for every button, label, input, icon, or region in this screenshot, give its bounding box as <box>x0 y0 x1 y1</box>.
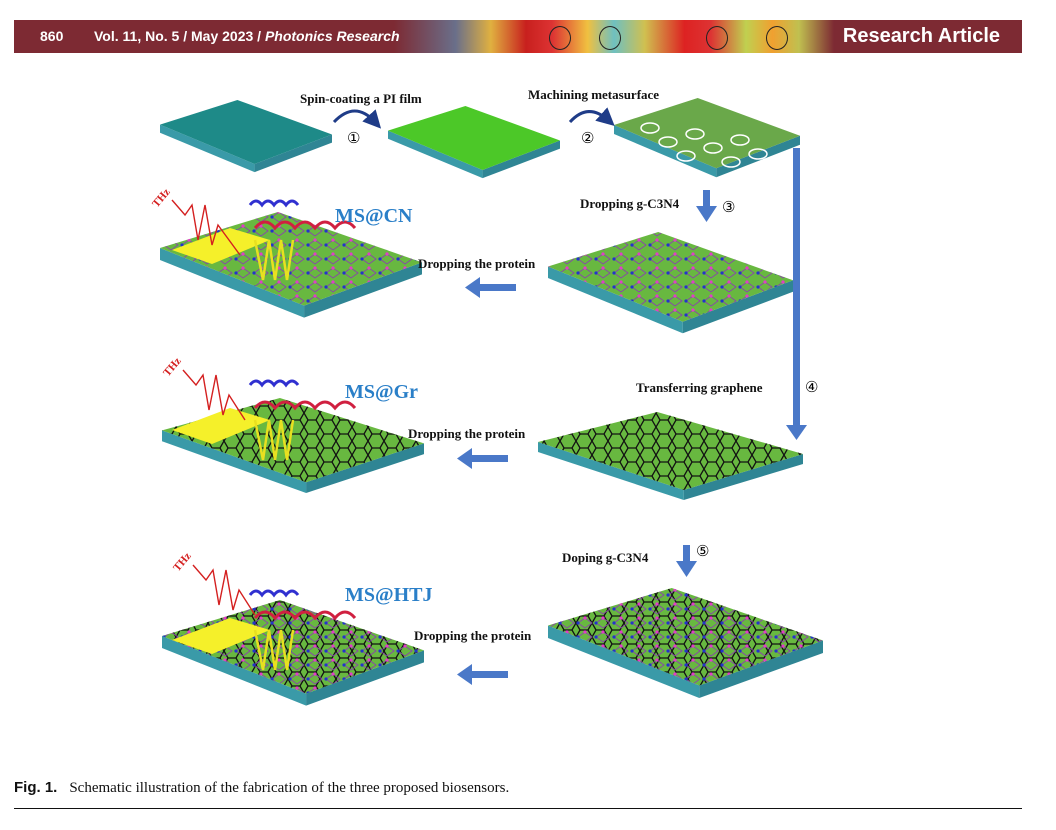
ms-htj-sensor <box>162 600 424 706</box>
step-3-label: Dropping g-C3N4 <box>580 196 680 211</box>
drop-protein-label-2: Dropping the protein <box>408 426 526 441</box>
protein-helix <box>248 589 300 598</box>
split-ring-resonator <box>685 128 705 140</box>
step-5-number: ⑤ <box>696 543 709 560</box>
step-4-label: Transferring graphene <box>636 380 763 395</box>
sensor-label-ms-htj: MS@HTJ <box>345 584 433 606</box>
protein-strand <box>172 408 270 444</box>
split-ring-resonator <box>748 148 768 160</box>
split-ring-resonator <box>766 162 786 174</box>
ms-cn-sensor <box>160 212 422 318</box>
split-ring-resonator <box>703 142 723 154</box>
protein-helix <box>253 610 357 621</box>
ms-gr-sensor <box>162 398 424 494</box>
step-1-number: ① <box>347 130 360 147</box>
substrate-slab <box>160 100 332 173</box>
caption-label: Fig. 1. <box>14 779 58 796</box>
drop-protein-label-1: Dropping the protein <box>418 256 536 271</box>
split-ring-resonator <box>640 122 660 134</box>
protein-helix <box>253 220 357 231</box>
drop-protein-label-3: Dropping the protein <box>414 628 532 643</box>
step-1-label: Spin-coating a PI film <box>300 91 422 106</box>
process-arrows <box>457 148 807 685</box>
thz-label: THz <box>150 186 173 210</box>
protein-strand <box>172 228 270 264</box>
protein-helix <box>253 419 295 461</box>
volume-info: Vol. 11, No. 5 / May 2023 / Photonics Re… <box>94 28 400 44</box>
divider <box>14 808 1022 809</box>
pi-film-slab <box>388 106 560 179</box>
split-ring-resonator <box>676 150 696 162</box>
step-5-label: Doping g-C3N4 <box>562 550 649 565</box>
article-type: Research Article <box>842 25 1000 47</box>
sensor-label-ms-cn: MS@CN <box>335 205 413 227</box>
caption-text: Schematic illustration of the fabricatio… <box>69 780 510 796</box>
protein-helix <box>253 239 295 281</box>
protein-helix <box>248 379 300 388</box>
htj-slab <box>548 588 823 698</box>
metasurface-slab <box>614 98 800 178</box>
journal-name: Photonics Research <box>264 28 400 44</box>
step-4-number: ④ <box>805 379 818 396</box>
curved-arrow-icon <box>332 109 382 129</box>
curved-arrow-icon <box>568 107 615 127</box>
journal-header: 860 Vol. 11, No. 5 / May 2023 / Photonic… <box>14 20 1022 53</box>
split-ring-resonator <box>721 156 741 168</box>
step-3-number: ③ <box>722 199 735 216</box>
graphene-slab <box>538 412 803 500</box>
protein-helix <box>248 199 300 208</box>
thz-label: THz <box>161 355 184 379</box>
page-number: 860 <box>40 28 64 44</box>
split-ring-resonator <box>658 136 678 148</box>
split-ring-resonator <box>730 134 750 146</box>
cn-coated-slab <box>548 232 793 334</box>
step-2-label: Machining metasurface <box>528 87 659 102</box>
thz-label: THz <box>171 550 194 574</box>
thz-wave-icons <box>171 199 256 616</box>
protein-helix <box>253 400 357 411</box>
protein-helix <box>253 629 295 671</box>
header-banner-graphic <box>394 20 834 53</box>
sensor-label-ms-gr: MS@Gr <box>345 381 418 403</box>
figure-caption: Fig. 1. Schematic illustration of the fab… <box>14 779 509 797</box>
step-2-number: ② <box>581 130 594 147</box>
protein-strand <box>172 618 270 654</box>
